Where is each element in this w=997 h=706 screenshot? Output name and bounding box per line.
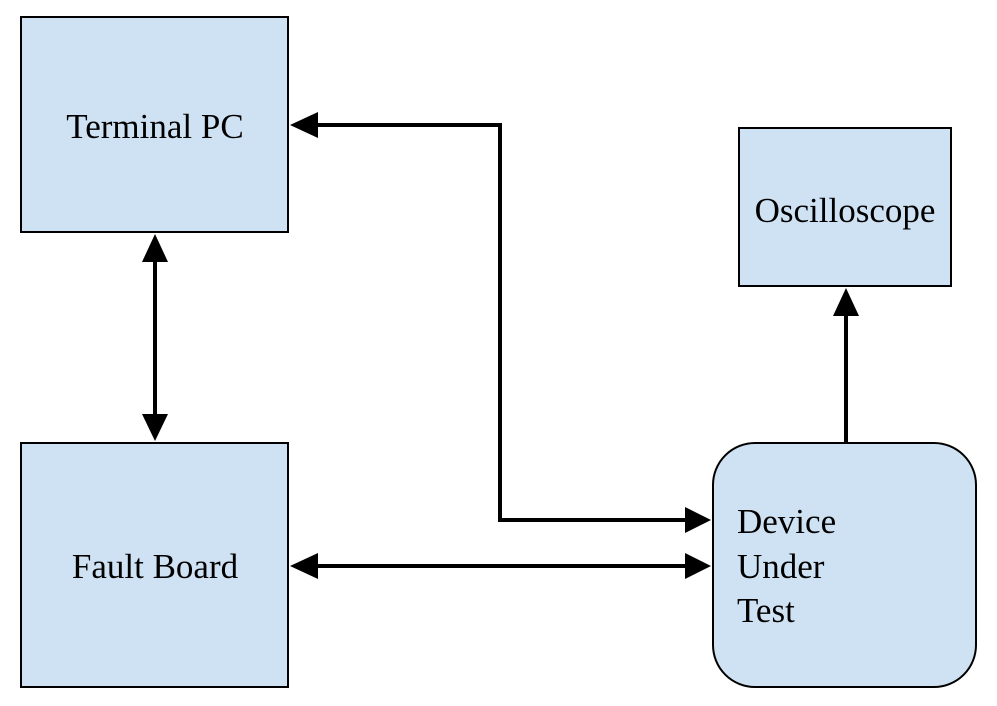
device-under-test-label-line-1: Device [737,502,836,541]
edge-dut-to-terminal-pc-line [318,123,502,520]
edge-dut-to-oscilloscope [833,288,859,443]
device-under-test-label-line-3: Test [737,591,795,630]
terminal-pc-label: Terminal PC [66,107,243,146]
terminal-pc-box [20,16,289,233]
arrowhead-up-icon [833,288,859,316]
fault-board-box [20,442,289,688]
arrowhead-up-icon [142,234,168,262]
terminal-pc-node: Terminal PC [20,16,289,233]
fault-board-node: Fault Board [20,442,289,688]
oscilloscope-label: Oscilloscope [755,191,936,230]
edge-terminal-pc-fault-board [142,234,168,441]
fault-board-label: Fault Board [72,547,239,586]
device-under-test-label-line-2: Under [737,547,825,586]
arrowhead-right-icon [685,553,711,579]
arrowhead-left-icon [290,553,318,579]
device-under-test-node: Device Under Test [712,442,977,688]
edge-terminal-pc-to-dut [498,507,711,533]
arrowhead-left-icon [290,112,318,138]
arrowhead-right-icon [685,507,711,533]
oscilloscope-node: Oscilloscope [738,127,952,287]
edge-dut-to-terminal-pc [290,112,502,520]
oscilloscope-box [738,127,952,287]
arrowhead-down-icon [142,414,168,441]
edge-fault-board-dut [290,553,711,579]
